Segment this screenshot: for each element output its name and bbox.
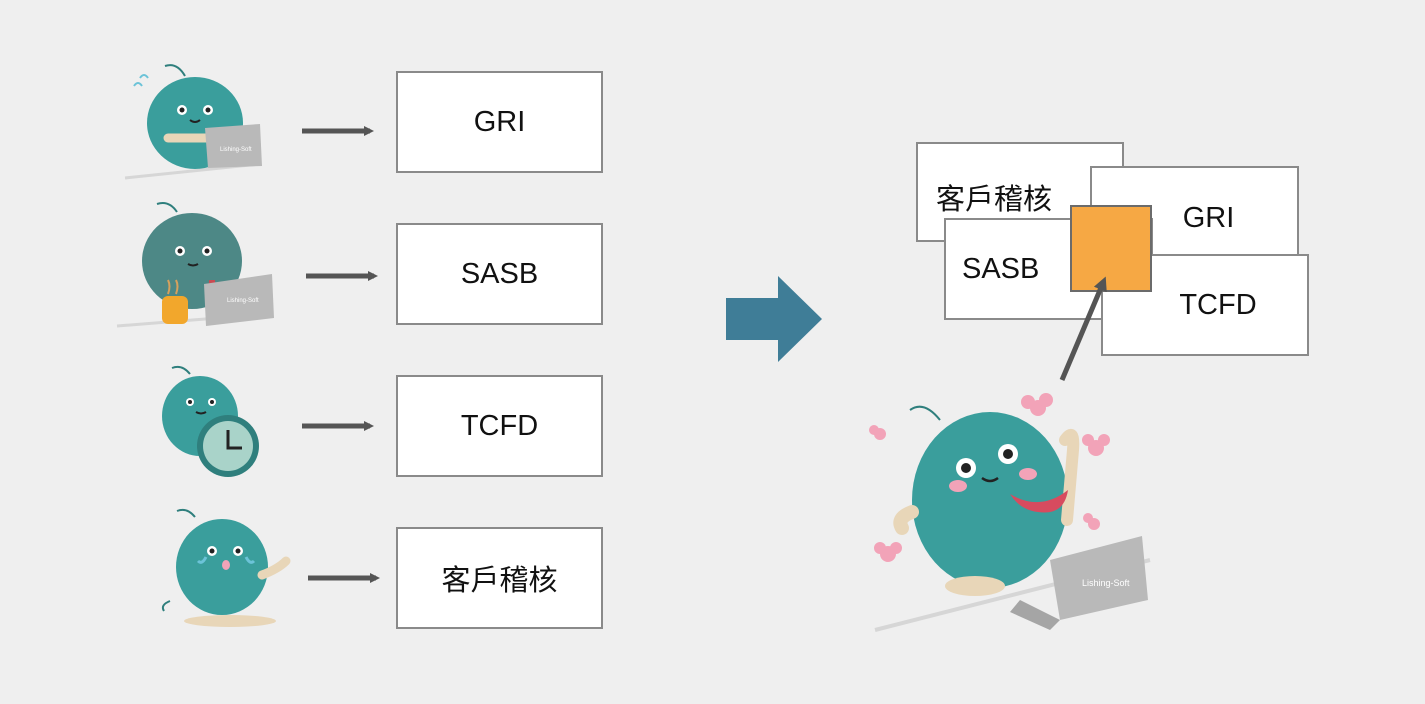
happy-mascot-illustration: Lishing-Soft xyxy=(869,393,1151,632)
box-sasb-label: SASB xyxy=(460,257,539,290)
box-sasb: SASB xyxy=(396,223,603,325)
card-sasb-label: SASB xyxy=(962,252,1040,285)
card-tcfd: TCFD xyxy=(1101,254,1309,356)
nervous-mascot-illustration: Lishing-Soft xyxy=(124,64,262,180)
box-tcfd: TCFD xyxy=(396,375,603,477)
box-gri-label: GRI xyxy=(473,105,526,138)
laptop-brand-1: Lishing-Soft xyxy=(220,147,252,153)
laptop-brand-2: Lishing-Soft xyxy=(227,298,259,304)
card-gri-label: GRI xyxy=(1182,202,1235,234)
transition-arrow xyxy=(726,276,822,362)
card-customer-audit-label: 客戶稽核 xyxy=(936,184,1053,216)
box-customer-audit: 客戶稽核 xyxy=(396,527,603,629)
box-tcfd-label: TCFD xyxy=(460,409,539,442)
box-gri: GRI xyxy=(396,71,603,173)
crying-mascot-illustration xyxy=(161,508,291,627)
tired-mascot-illustration: Lishing-Soft xyxy=(116,202,274,328)
box-customer-audit-label: 客戶稽核 xyxy=(441,565,558,597)
laptop-brand-3: Lishing-Soft xyxy=(1082,578,1130,588)
card-tcfd-label: TCFD xyxy=(1179,288,1257,321)
center-orange-square xyxy=(1070,205,1152,292)
clock-mascot-illustration xyxy=(162,365,259,477)
